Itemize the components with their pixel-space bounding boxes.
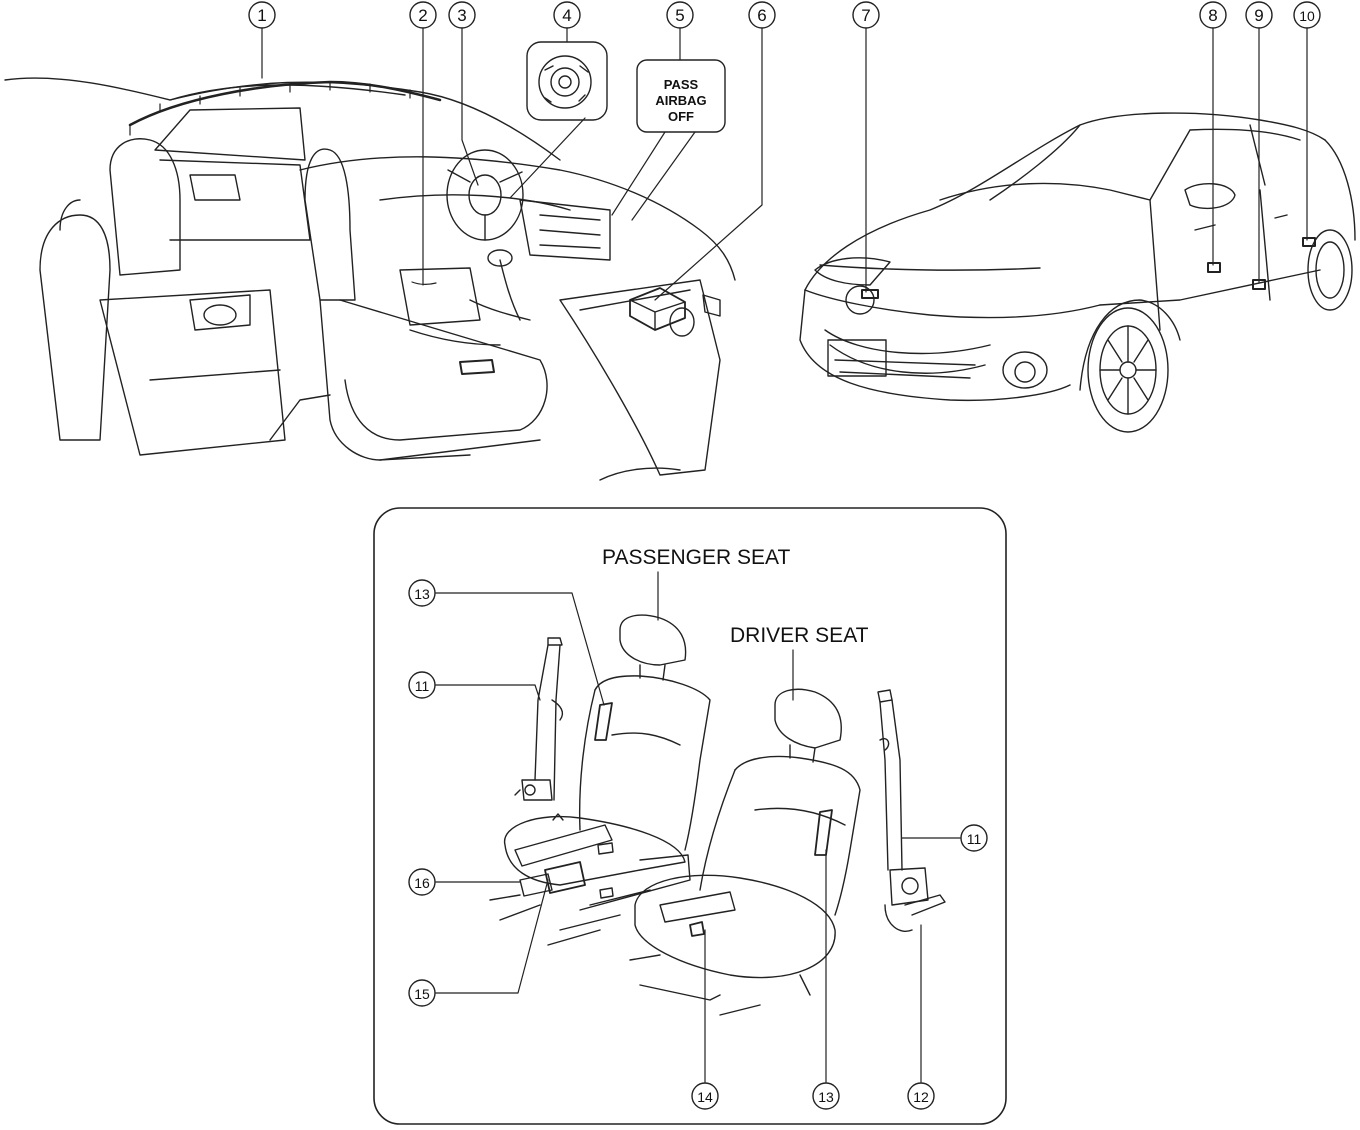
callout-13-bottom: 13 [812, 1082, 840, 1110]
svg-text:7: 7 [861, 6, 870, 25]
driver-seat-belt [877, 689, 946, 932]
svg-text:13: 13 [414, 586, 430, 602]
callout-9: 9 [1245, 1, 1273, 29]
callout-11-right: 11 [960, 824, 988, 852]
svg-text:1: 1 [257, 6, 266, 25]
pass-airbag-line3: OFF [668, 109, 694, 124]
callout-2: 2 [409, 1, 437, 29]
passenger-seat-belt [514, 637, 564, 821]
svg-text:10: 10 [1299, 8, 1315, 24]
svg-text:5: 5 [675, 6, 684, 25]
svg-text:3: 3 [457, 6, 466, 25]
passenger-seat-label: PASSENGER SEAT [602, 546, 790, 569]
callout-markers: 1 2 3 4 5 6 7 8 9 10 13 11 11 16 15 14 1… [248, 1, 1321, 1110]
svg-text:12: 12 [913, 1089, 929, 1105]
callout-5: 5 [666, 1, 694, 29]
svg-text:9: 9 [1254, 6, 1263, 25]
svg-text:6: 6 [757, 6, 766, 25]
callout-11-left: 11 [408, 671, 436, 699]
callout-8: 8 [1199, 1, 1227, 29]
callout-13-top: 13 [408, 579, 436, 607]
pass-airbag-off-indicator: PASS AIRBAG OFF [611, 59, 726, 221]
callout-15: 15 [408, 979, 436, 1007]
svg-text:16: 16 [414, 875, 430, 891]
callout-leader-lines [261, 27, 1308, 1083]
callout-10: 10 [1293, 1, 1321, 29]
callout-1: 1 [248, 1, 276, 29]
callout-14: 14 [691, 1082, 719, 1110]
callout-6: 6 [748, 1, 776, 29]
clock-spring-inset [509, 41, 608, 199]
svg-text:14: 14 [697, 1089, 713, 1105]
svg-text:11: 11 [967, 831, 982, 847]
svg-text:13: 13 [818, 1089, 834, 1105]
callout-3: 3 [448, 1, 476, 29]
driver-seat-label: DRIVER SEAT [730, 624, 869, 647]
seat-detail-panel: PASSENGER SEAT DRIVER SEAT [373, 507, 1007, 1125]
svg-text:11: 11 [415, 678, 430, 694]
svg-text:15: 15 [414, 986, 430, 1002]
passenger-seat [489, 614, 711, 946]
callout-12: 12 [907, 1082, 935, 1110]
svg-text:2: 2 [418, 6, 427, 25]
pass-airbag-line1: PASS [664, 77, 699, 92]
callout-7: 7 [852, 1, 880, 29]
vehicle-interior-illustration [4, 77, 736, 481]
svg-text:4: 4 [562, 6, 571, 25]
callout-4: 4 [553, 1, 581, 29]
vehicle-exterior-illustration [799, 112, 1356, 433]
pass-airbag-line2: AIRBAG [655, 93, 706, 108]
svg-text:8: 8 [1208, 6, 1217, 25]
callout-16: 16 [408, 868, 436, 896]
